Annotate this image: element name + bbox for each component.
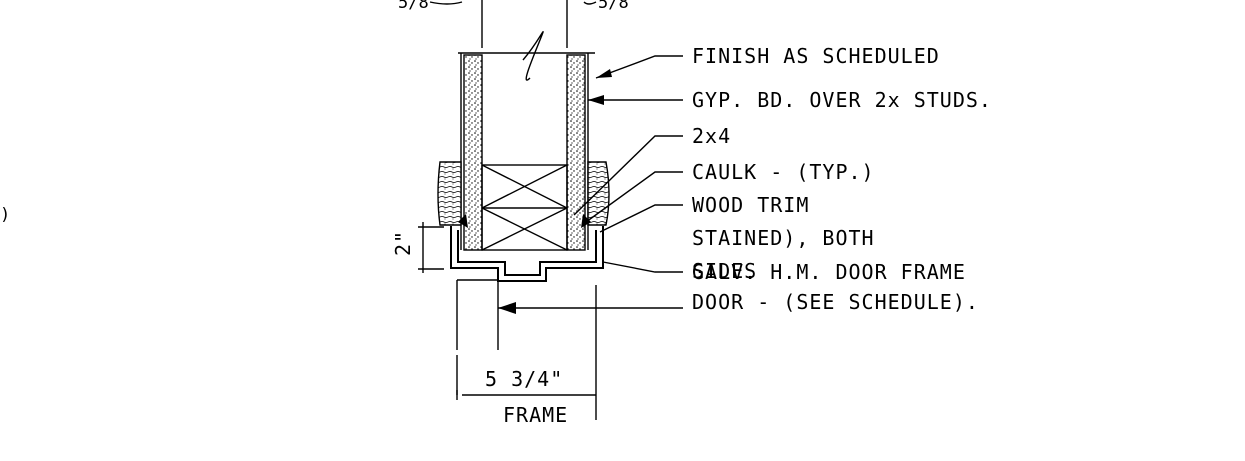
- label-gyp-bd: GYP. BD. OVER 2x STUDS.: [692, 88, 992, 112]
- top-dimension-leader-left: [429, 1, 463, 5]
- hm-door-frame-outer: [450, 226, 604, 282]
- gypsum-board-left: [463, 54, 483, 251]
- trim-height-dimension: 2": [391, 230, 415, 256]
- arrowhead-gyp-bd: [588, 95, 604, 105]
- label-hm-door-frame: GALV. H.M. DOOR FRAME: [692, 260, 966, 284]
- caulk-bead-right: [581, 214, 591, 228]
- label-caulk: CAULK - (TYP.): [692, 160, 875, 184]
- leader-finish: [595, 55, 683, 79]
- arrowhead-finish: [596, 69, 612, 78]
- top-left-dimension: 5/8: [398, 0, 429, 13]
- top-dimension-leader-right: [583, 1, 597, 5]
- stud-cross-line: [481, 164, 568, 209]
- label-door: DOOR - (SEE SCHEDULE).: [692, 290, 979, 314]
- top-right-dimension: 5/8: [598, 0, 629, 13]
- leader-door-frame: [602, 261, 683, 273]
- label-2x4: 2x4: [692, 124, 731, 148]
- label-stained-both: STAINED), BOTH: [692, 226, 875, 250]
- label-finish-as-scheduled: FINISH AS SCHEDULED: [692, 44, 940, 68]
- leader-wood-trim: [599, 204, 683, 233]
- hm-door-frame-inner: [457, 230, 597, 276]
- leader-caulk: [585, 171, 683, 223]
- label-sides: SIDES: [692, 259, 757, 283]
- frame-width-dimension: 5 3/4": [485, 367, 563, 391]
- caulk-bead-left: [458, 214, 468, 228]
- break-symbol: [522, 31, 544, 81]
- frame-label: FRAME: [503, 403, 568, 427]
- leader-2x4: [573, 135, 683, 216]
- label-wood-trim: WOOD TRIM: [692, 193, 809, 217]
- arrowhead-door: [498, 302, 516, 314]
- wood-trim-right: [587, 161, 610, 226]
- stud-cross-line: [481, 207, 568, 251]
- wood-trim-left: [437, 161, 462, 226]
- gypsum-board-right: [566, 54, 586, 251]
- left-edge-fragment: ): [0, 205, 10, 225]
